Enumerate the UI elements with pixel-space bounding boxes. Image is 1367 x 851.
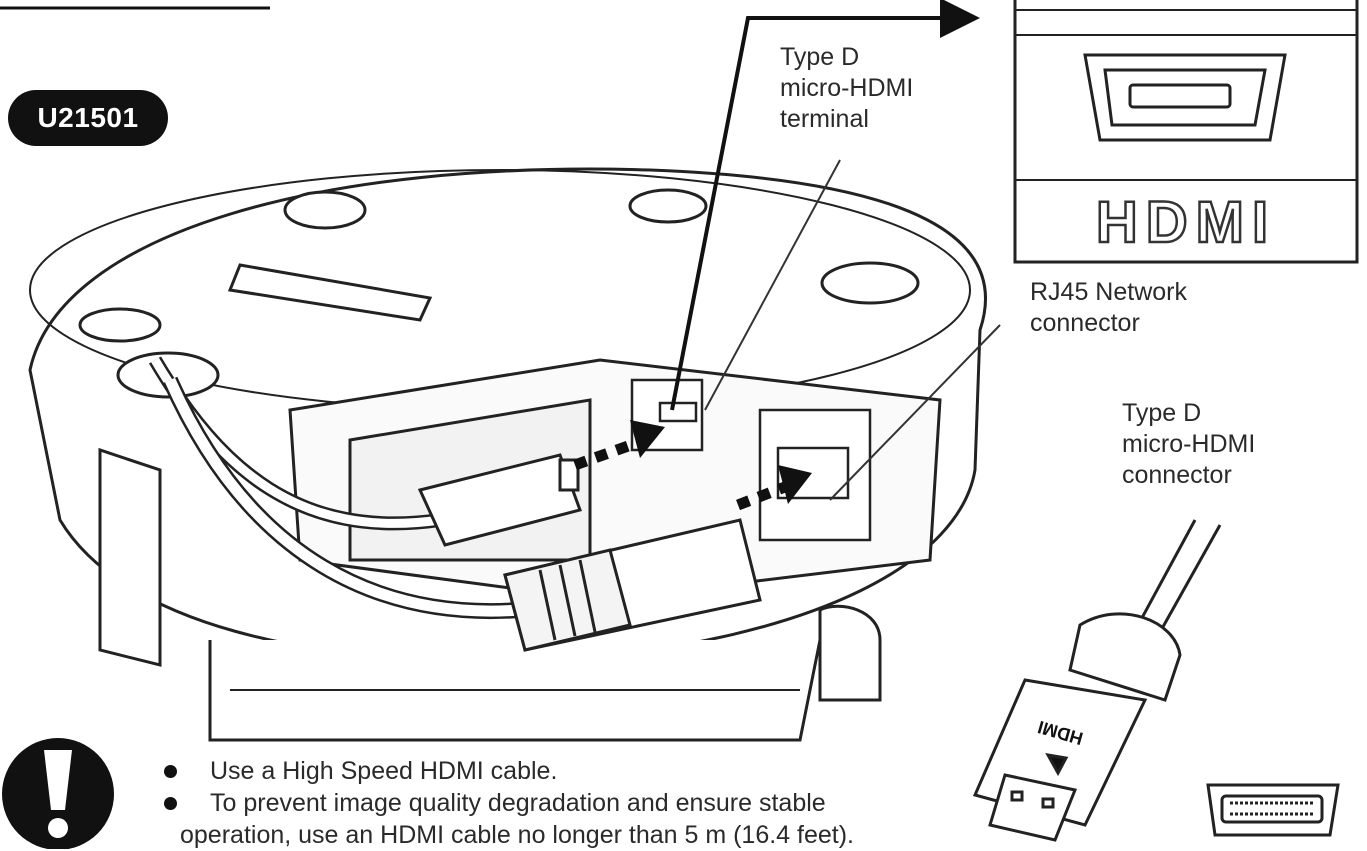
note-text: operation, use an HDMI cable no longer t… — [180, 821, 854, 849]
zoom-pointer — [670, 0, 980, 411]
insertion-arrows — [573, 420, 812, 511]
rj45-plug — [503, 518, 762, 652]
model-badge: U21501 — [8, 90, 168, 146]
label-micro-hdmi-terminal: Type D micro-HDMI terminal — [780, 43, 914, 133]
terminal-detail-box — [1013, 0, 1359, 264]
micro-hdmi-cable-illustration — [972, 519, 1222, 842]
bullet — [164, 797, 177, 810]
hdmi-plug — [417, 453, 582, 547]
notes: Use a High Speed HDMI cable. To prevent … — [150, 755, 910, 851]
screw-hole — [283, 190, 367, 230]
arrow-icon — [778, 465, 812, 504]
label-rj45-network-connector: RJ45 Network connector — [1030, 278, 1187, 337]
callout-lines — [704, 159, 1001, 501]
note-item: operation, use an HDMI cable no longer t… — [120, 819, 910, 851]
hdmi-logo: HDMI — [1096, 190, 1276, 255]
cables — [148, 356, 521, 619]
note-item: Use a High Speed HDMI cable. — [150, 755, 910, 787]
note-text: To prevent image quality degradation and… — [210, 789, 826, 817]
screw-hole — [820, 261, 920, 305]
screw-hole — [78, 307, 162, 343]
arrow-icon — [630, 420, 665, 458]
exclamation-icon — [2, 738, 114, 849]
label-micro-hdmi-connector: Type D micro-HDMI connector — [1122, 399, 1256, 489]
screw-hole — [628, 188, 708, 224]
rj45-jack — [758, 408, 872, 542]
bullet — [164, 765, 177, 778]
note-text: Use a High Speed HDMI cable. — [210, 757, 558, 785]
note-item: To prevent image quality degradation and… — [150, 787, 910, 819]
micro-hdmi-port-icon — [1206, 783, 1340, 837]
